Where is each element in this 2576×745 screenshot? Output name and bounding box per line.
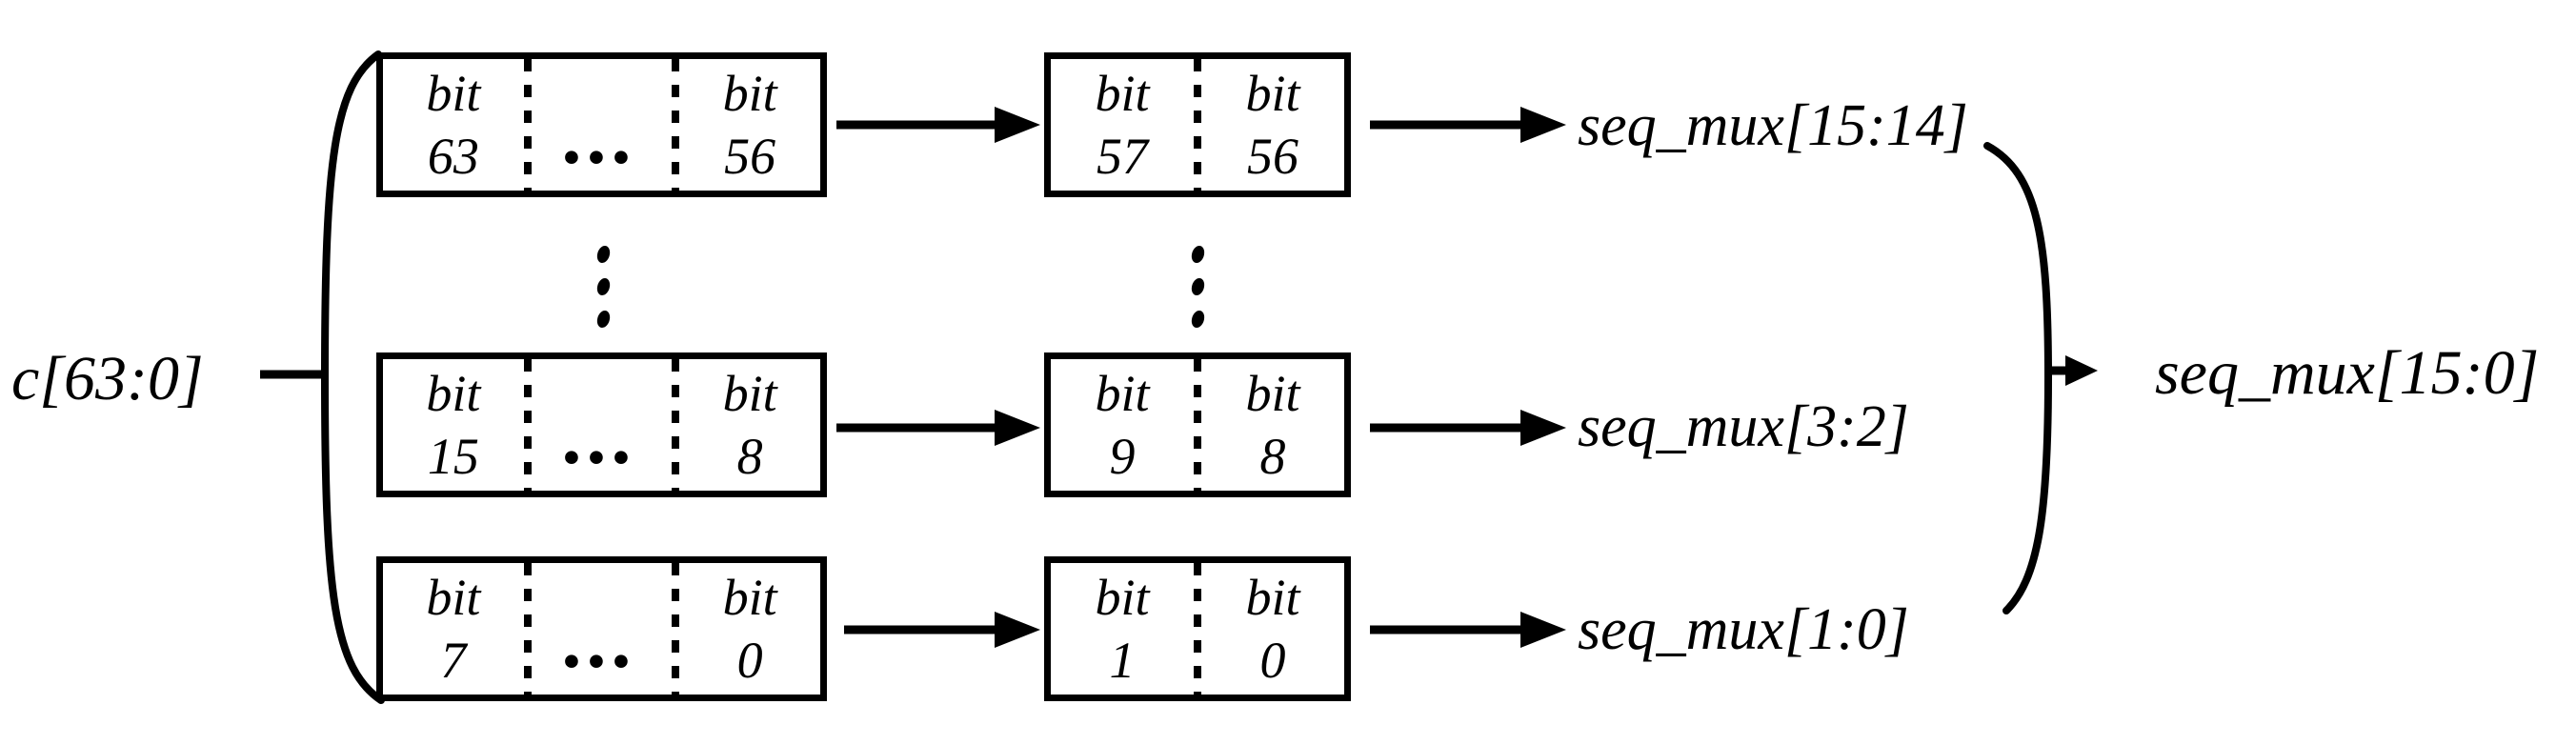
bit-index: 56 bbox=[1247, 128, 1298, 185]
slice-msb-cell-row3: bit 7 bbox=[383, 563, 524, 695]
slice-lsb-cell-row2: bit 8 bbox=[679, 359, 820, 491]
slice-box-row3: bit 7 ... bit 0 bbox=[376, 556, 827, 701]
ellipsis-dot bbox=[595, 246, 611, 263]
arrowhead-slice-to-pair-row1 bbox=[995, 107, 1040, 143]
dotted-divider bbox=[1194, 359, 1201, 491]
bit-index: 0 bbox=[736, 632, 763, 689]
arrowhead-pair-to-output-row1 bbox=[1520, 107, 1566, 143]
bit-word: bit bbox=[722, 569, 777, 626]
dotted-divider bbox=[1194, 59, 1201, 191]
bit-word: bit bbox=[722, 365, 777, 422]
bit-word: bit bbox=[1245, 569, 1300, 626]
bit-word: bit bbox=[1095, 365, 1150, 422]
output-label-row2: seq_mux[3:2] bbox=[1578, 394, 1909, 459]
combined-output-label: seq_mux[15:0] bbox=[2155, 338, 2540, 408]
bit-index: 57 bbox=[1097, 128, 1148, 185]
ellipsis-dot bbox=[1190, 311, 1205, 328]
output-label-row3: seq_mux[1:0] bbox=[1578, 597, 1909, 662]
arrowhead-pair-to-output-row3 bbox=[1520, 612, 1566, 648]
bit-index: 8 bbox=[736, 428, 763, 485]
bit-index: 8 bbox=[1259, 428, 1286, 485]
bit-index: 9 bbox=[1109, 428, 1136, 485]
arrowhead-combined-output bbox=[2065, 355, 2098, 386]
bit-index: 63 bbox=[427, 128, 479, 185]
input-distribution-brace bbox=[320, 50, 385, 704]
bit-word: bit bbox=[1245, 65, 1300, 122]
ellipsis-dot bbox=[1190, 278, 1205, 295]
slice-msb-cell-row1: bit 63 bbox=[383, 59, 524, 191]
arrowhead-pair-to-output-row2 bbox=[1520, 410, 1566, 446]
bit-word: bit bbox=[426, 65, 481, 122]
dotted-divider bbox=[672, 59, 680, 191]
slice-lsb-cell-row3: bit 0 bbox=[679, 563, 820, 695]
dotted-divider bbox=[1194, 563, 1201, 695]
arrowhead-slice-to-pair-row2 bbox=[995, 410, 1040, 446]
bit-word: bit bbox=[722, 65, 777, 122]
bit-index: 1 bbox=[1109, 632, 1136, 689]
ellipsis-dot bbox=[595, 278, 611, 295]
slice-middle-cell-row3: ... bbox=[564, 596, 639, 685]
pair-msb-cell-row3: bit 1 bbox=[1051, 563, 1194, 695]
bit-index: 15 bbox=[427, 428, 479, 485]
bit-word: bit bbox=[426, 365, 481, 422]
bit-word: bit bbox=[1095, 569, 1150, 626]
arrowhead-slice-to-pair-row3 bbox=[995, 612, 1040, 648]
bit-index: 56 bbox=[724, 128, 776, 185]
dotted-divider bbox=[523, 359, 532, 491]
vertical-ellipsis-icon bbox=[1159, 246, 1236, 328]
slice-box-row2: bit 15 ... bit 8 bbox=[376, 352, 827, 497]
pair-box-row1: bit 57 bit 56 bbox=[1044, 52, 1351, 197]
bit-word: bit bbox=[1245, 365, 1300, 422]
ellipsis-dot bbox=[1190, 246, 1205, 263]
pair-msb-cell-row1: bit 57 bbox=[1051, 59, 1194, 191]
pair-lsb-cell-row1: bit 56 bbox=[1201, 59, 1344, 191]
dotted-divider bbox=[523, 59, 532, 191]
pair-box-row3: bit 1 bit 0 bbox=[1044, 556, 1351, 701]
pair-msb-cell-row2: bit 9 bbox=[1051, 359, 1194, 491]
pair-lsb-cell-row2: bit 8 bbox=[1201, 359, 1344, 491]
pair-box-row2: bit 9 bit 8 bbox=[1044, 352, 1351, 497]
output-collection-brace bbox=[1983, 142, 2053, 614]
dotted-divider bbox=[672, 563, 680, 695]
dotted-divider bbox=[523, 563, 532, 695]
ellipsis-dot bbox=[595, 311, 611, 328]
bit-index: 0 bbox=[1259, 632, 1286, 689]
vertical-ellipsis-icon bbox=[565, 246, 641, 328]
bit-word: bit bbox=[426, 569, 481, 626]
output-label-row1: seq_mux[15:14] bbox=[1578, 93, 1968, 158]
slice-middle-cell-row2: ... bbox=[564, 393, 639, 481]
input-signal-label: c[63:0] bbox=[11, 344, 204, 413]
dotted-divider bbox=[672, 359, 680, 491]
slice-msb-cell-row2: bit 15 bbox=[383, 359, 524, 491]
slice-middle-cell-row1: ... bbox=[564, 92, 639, 181]
slice-lsb-cell-row1: bit 56 bbox=[679, 59, 820, 191]
slice-box-row1: bit 63 ... bit 56 bbox=[376, 52, 827, 197]
pair-lsb-cell-row3: bit 0 bbox=[1201, 563, 1344, 695]
bit-index: 7 bbox=[440, 632, 467, 689]
bit-word: bit bbox=[1095, 65, 1150, 122]
